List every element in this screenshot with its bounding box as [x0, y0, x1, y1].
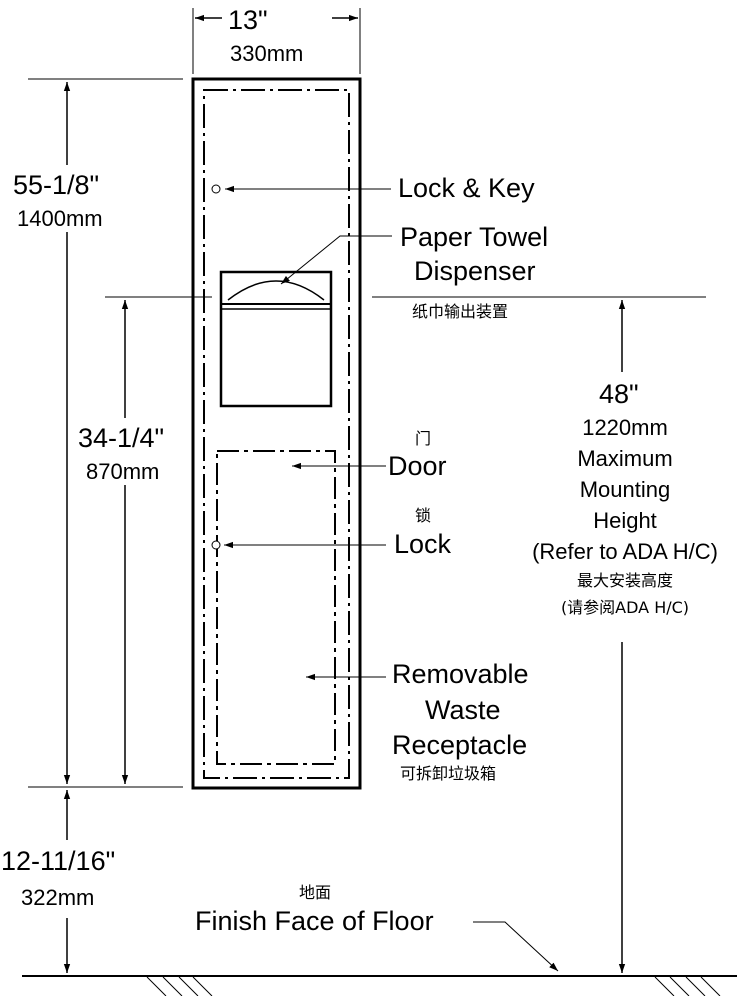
- width-inches: 13": [228, 5, 268, 35]
- lock-key-symbol: [211, 184, 221, 194]
- lock-key-label: Lock & Key: [398, 173, 535, 203]
- height-mm: 1400mm: [17, 206, 103, 231]
- floor-leader: [473, 921, 559, 972]
- paper-towel-label-1: Paper Towel: [400, 222, 549, 252]
- paper-towel-leader: [280, 235, 392, 285]
- height-inches: 55-1/8": [13, 170, 100, 200]
- waste-label-3: Receptacle: [392, 730, 528, 760]
- width-mm: 330mm: [230, 41, 304, 66]
- mount-text-2: Mounting: [579, 477, 671, 502]
- floor-height-mm: 322mm: [21, 885, 95, 910]
- waste-label-2: Waste: [425, 695, 501, 725]
- dispenser-box: [219, 270, 333, 408]
- lock-symbol: [211, 540, 221, 550]
- mount-text-1: Maximum: [577, 446, 673, 471]
- mount-text-cn-1: 最大安装高度: [576, 571, 673, 590]
- cabinet-outline: [191, 77, 362, 790]
- dispenser-height-inches: 34-1/4": [78, 423, 165, 453]
- mount-height-inches: 48": [599, 379, 639, 409]
- mount-text-3: Height: [593, 508, 657, 533]
- floor-label-cn: 地面: [299, 883, 332, 902]
- paper-towel-label-cn: 纸巾输出装置: [412, 302, 509, 321]
- door-label-cn: 门: [415, 429, 432, 448]
- mount-text-cn-2: (请参阅ADA H/C): [560, 598, 690, 617]
- floor-label: Finish Face of Floor: [195, 906, 434, 936]
- floor-height-inches: 12-11/16": [1, 846, 116, 876]
- mount-text-4: (Refer to ADA H/C): [532, 539, 718, 564]
- waste-label-1: Removable: [392, 659, 529, 689]
- dispenser-arch: [227, 280, 325, 301]
- paper-towel-label-2: Dispenser: [414, 256, 536, 286]
- lock-label: Lock: [394, 529, 452, 559]
- waste-receptacle-outline: [216, 450, 336, 765]
- waste-label-cn: 可拆卸垃圾箱: [400, 764, 497, 783]
- floor-hatch: [146, 976, 721, 996]
- door-label: Door: [388, 451, 447, 481]
- lock-label-cn: 锁: [415, 506, 432, 525]
- mount-height-mm: 1220mm: [582, 415, 668, 440]
- cabinet-inner-outline: [203, 89, 350, 779]
- dispenser-height-mm: 870mm: [86, 459, 160, 484]
